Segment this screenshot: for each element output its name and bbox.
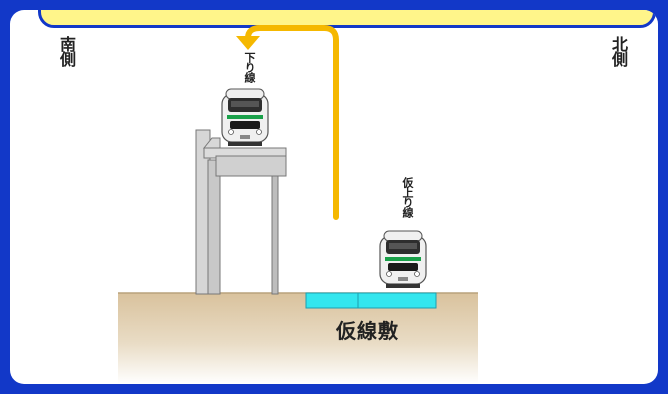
move-arrow-icon xyxy=(236,25,339,220)
diagram-panel: 南側 北側 下り線 仮上り線 仮線敷 xyxy=(10,10,658,384)
train-front-icon xyxy=(221,88,269,147)
south-side-label: 南側 xyxy=(57,36,76,66)
train-front-icon xyxy=(379,230,427,289)
temp-track-bed xyxy=(305,292,437,309)
temp-up-line-label: 仮上り線 xyxy=(401,177,414,217)
construction-scene xyxy=(118,25,478,384)
elevated-structure xyxy=(195,129,287,295)
temp-track-site-label: 仮線敷 xyxy=(336,319,399,343)
north-side-label: 北側 xyxy=(609,36,628,66)
down-line-label: 下り線 xyxy=(243,52,256,82)
